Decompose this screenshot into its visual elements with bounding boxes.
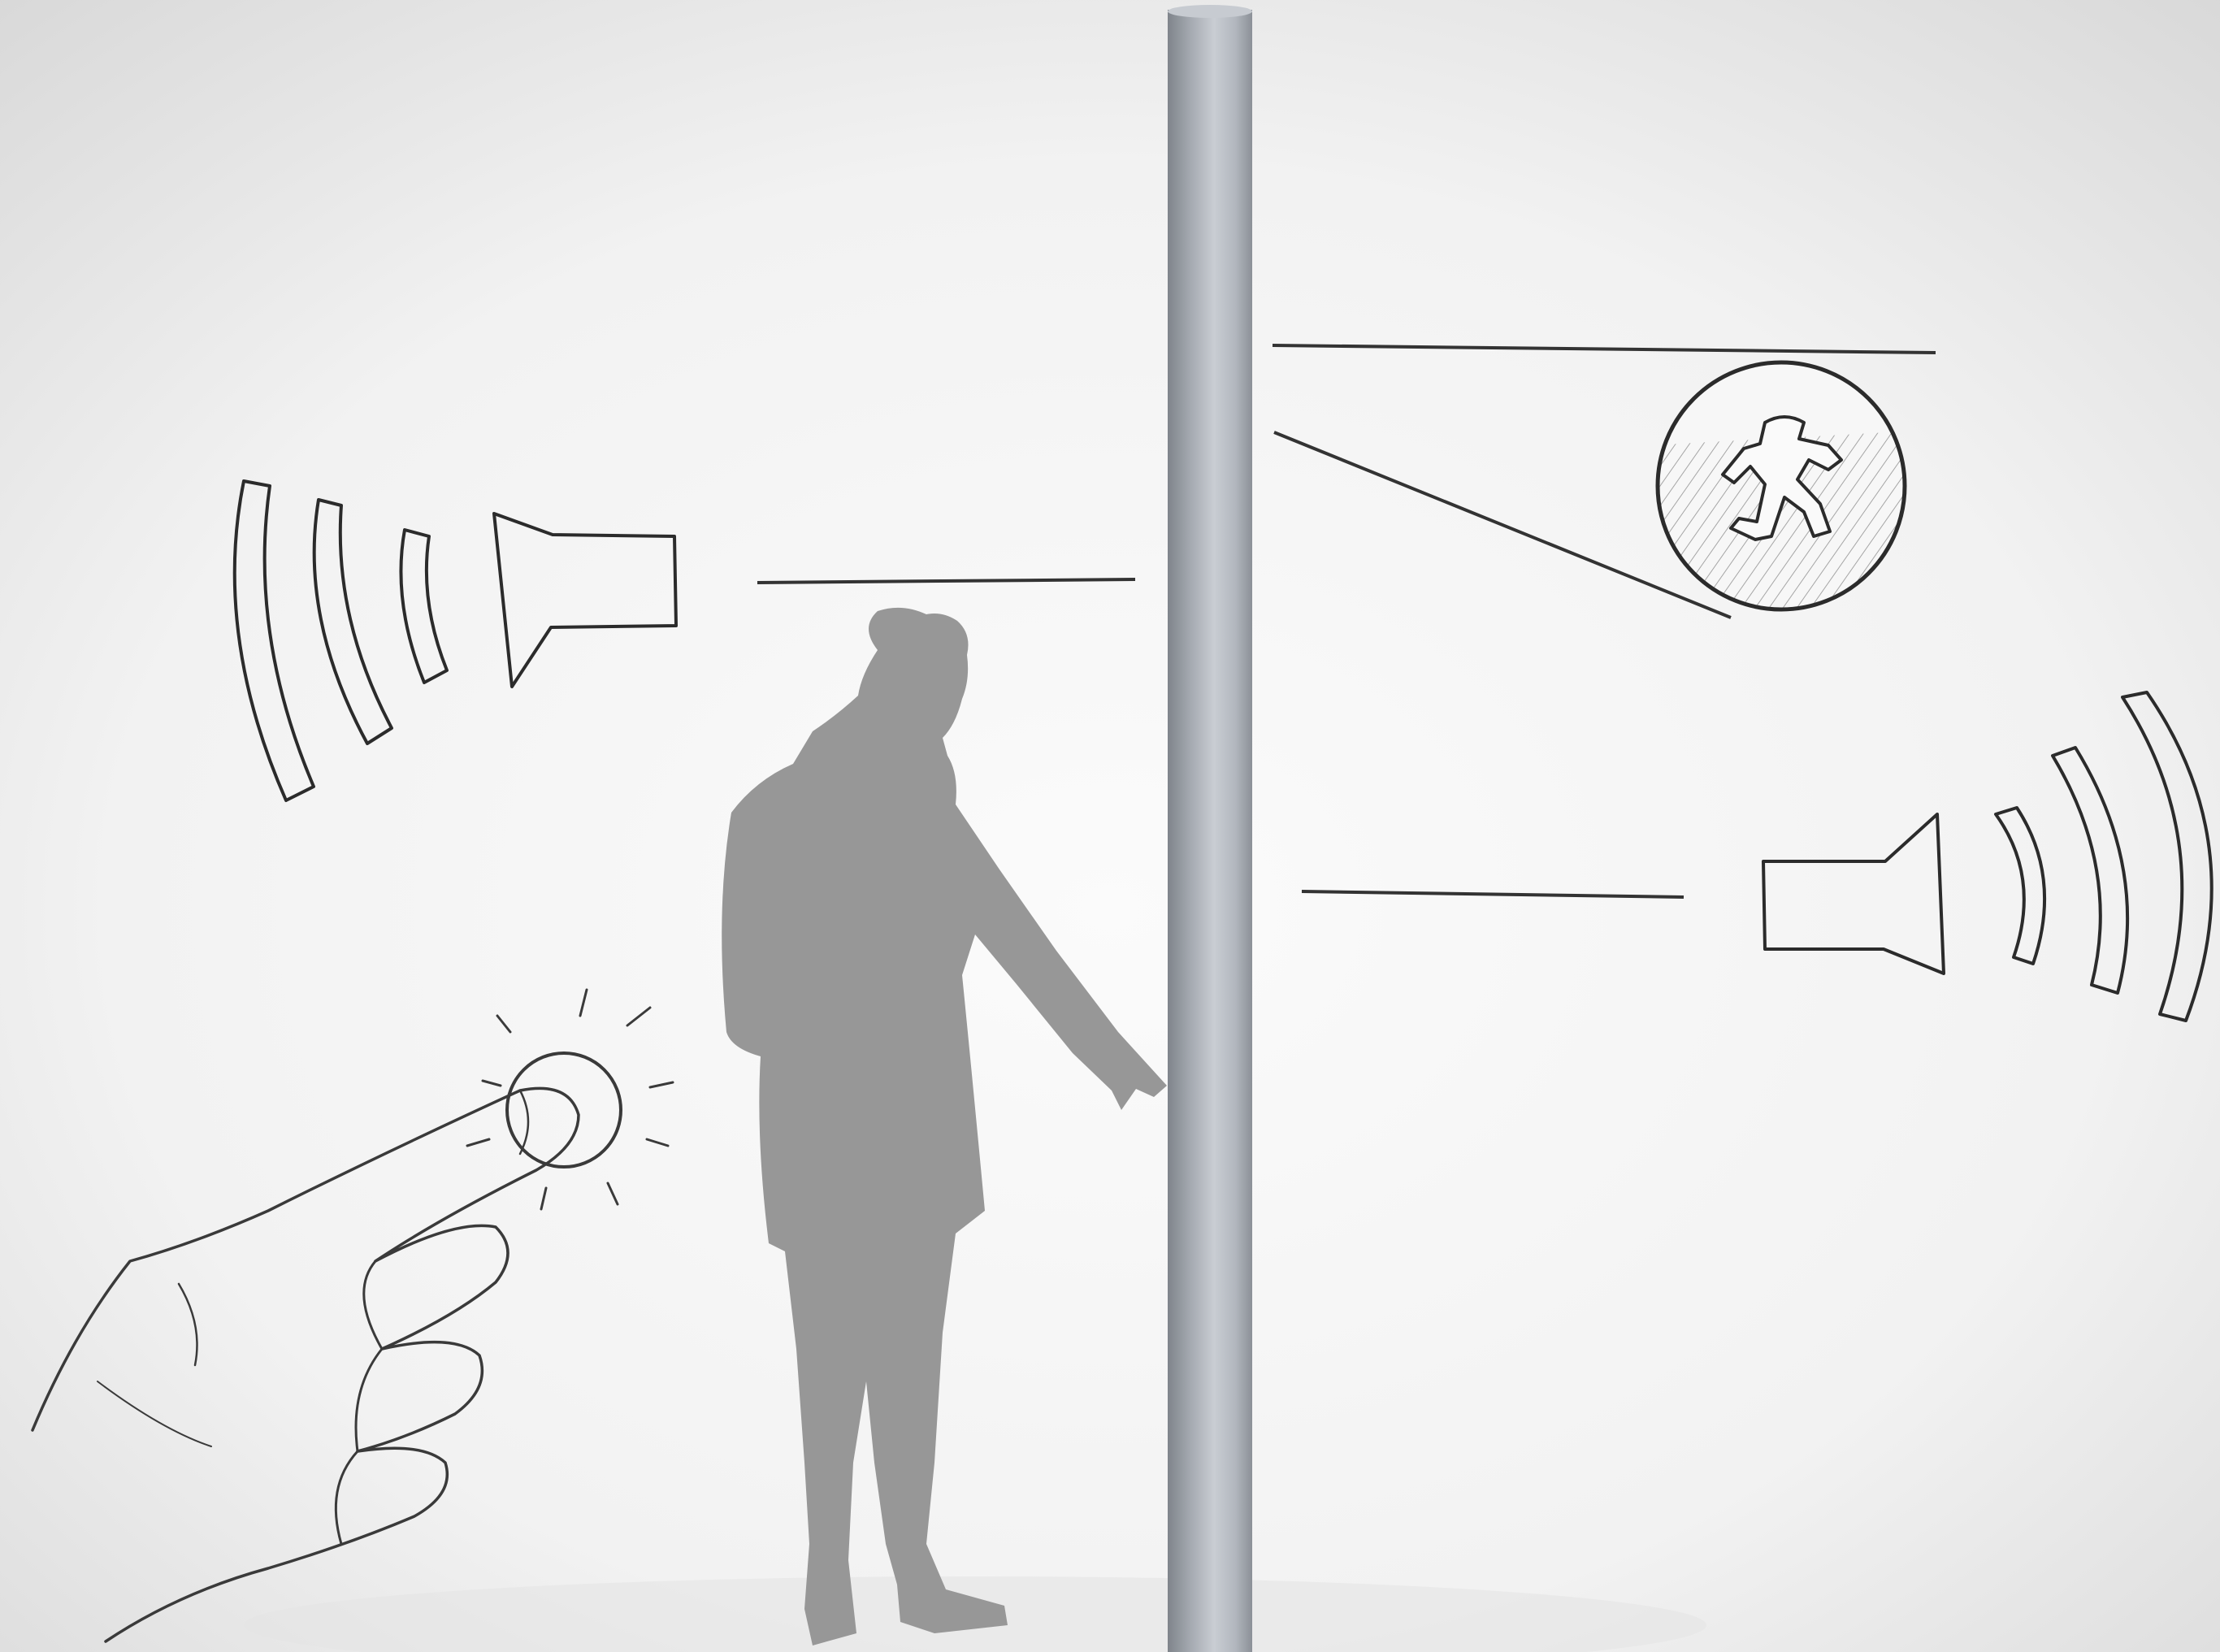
pole-icon [1168, 10, 1252, 1652]
pole [1168, 5, 1252, 1652]
